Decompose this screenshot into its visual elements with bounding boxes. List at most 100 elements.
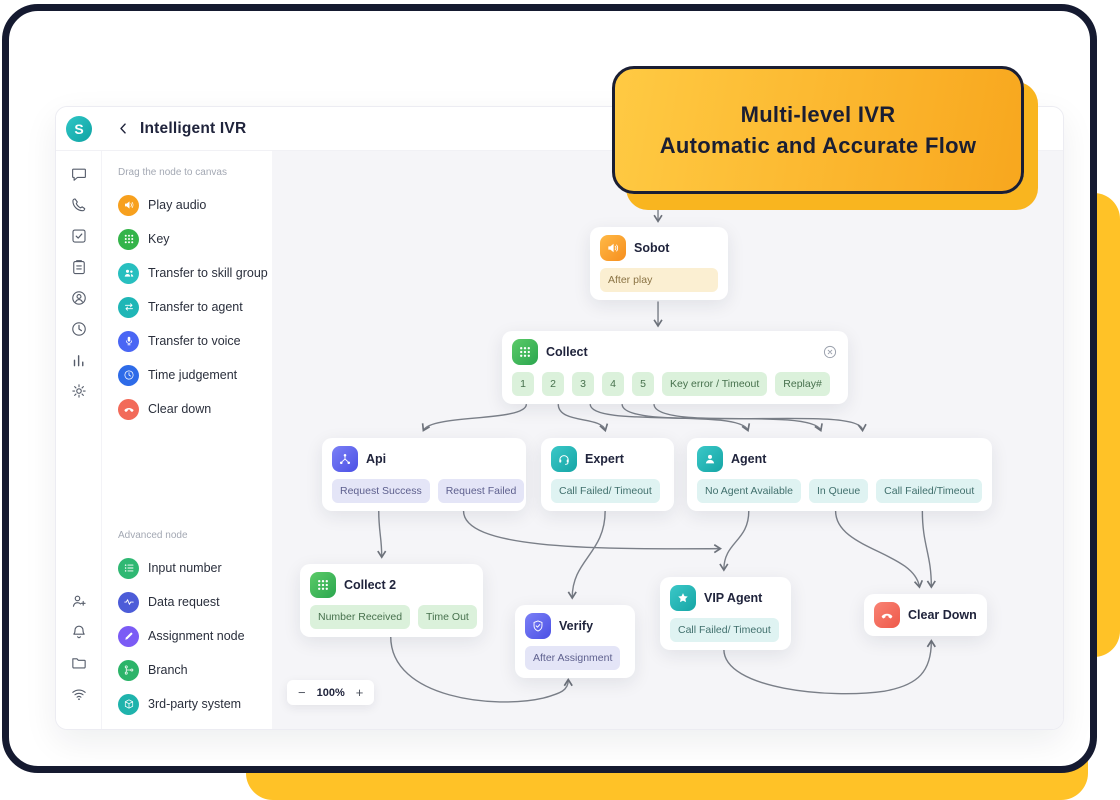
tag[interactable]: Key error / Timeout <box>662 372 768 396</box>
tag[interactable]: 5 <box>632 372 654 396</box>
headset-icon <box>551 446 577 472</box>
back-chevron-icon[interactable] <box>116 121 131 136</box>
mic-icon <box>118 330 139 352</box>
node-header: Collect <box>512 339 838 365</box>
tag[interactable]: Time Out <box>418 605 477 629</box>
callout-line2: Automatic and Accurate Flow <box>659 132 977 158</box>
tag[interactable]: 4 <box>602 372 624 396</box>
node-tags: Call Failed/ Timeout <box>670 618 781 642</box>
bar-chart-icon[interactable] <box>70 351 88 369</box>
palette-item-transfer-to-voice[interactable]: Transfer to voice <box>118 324 262 358</box>
node-agent[interactable]: Agent No Agent Available In Queue Call F… <box>687 438 992 511</box>
settings-icon[interactable] <box>70 382 88 400</box>
node-collect-2[interactable]: Collect 2 Number Received Time Out <box>300 564 483 637</box>
palette-item-input-number[interactable]: Input number <box>118 551 262 585</box>
sobot-logo: S <box>66 115 92 142</box>
node-clear-down[interactable]: Clear Down <box>864 594 987 636</box>
palette-item-assignment-node[interactable]: Assignment node <box>118 619 262 653</box>
folder-icon[interactable] <box>70 654 88 672</box>
flow-canvas[interactable]: Sobot After play Collect 1 <box>272 151 1063 729</box>
zoom-control: − 100% + <box>287 680 375 705</box>
tag[interactable]: Number Received <box>310 605 411 629</box>
check-square-icon[interactable] <box>70 227 88 245</box>
people-icon <box>118 262 139 284</box>
node-vip-agent[interactable]: VIP Agent Call Failed/ Timeout <box>660 577 791 650</box>
node-header: Agent <box>697 446 982 472</box>
chat-icon[interactable] <box>70 165 88 183</box>
clipboard-icon[interactable] <box>70 258 88 276</box>
agent-icon[interactable] <box>70 289 88 307</box>
palette-advanced-hint: Advanced node <box>118 530 188 541</box>
palette-item-label: Transfer to skill group <box>148 266 268 280</box>
logo-column: S <box>56 115 102 142</box>
palette-item-label: Transfer to agent <box>148 300 243 314</box>
tag[interactable]: Request Failed <box>437 479 525 503</box>
node-title: Collect <box>546 345 588 359</box>
node-tags: Request Success Request Failed <box>332 479 525 503</box>
node-collect[interactable]: Collect 1 2 3 4 5 Key error / Timeout Re… <box>502 331 848 404</box>
palette-item-branch[interactable]: Branch <box>118 653 262 687</box>
palette-item-transfer-to-agent[interactable]: Transfer to agent <box>118 290 262 324</box>
bell-icon[interactable] <box>70 623 88 641</box>
node-expert[interactable]: Expert Call Failed/ Timeout <box>541 438 674 511</box>
tag[interactable]: Request Success <box>332 479 430 503</box>
speaker-icon <box>118 194 139 216</box>
node-palette: Drag the node to canvas Play audio Key T… <box>102 151 272 729</box>
zoom-out-button[interactable]: − <box>298 685 306 700</box>
palette-item-label: Data request <box>148 595 220 609</box>
page-title: Intelligent IVR <box>140 119 247 137</box>
palette-item-label: Play audio <box>148 198 207 212</box>
wifi-icon[interactable] <box>70 685 88 703</box>
rail-top-group <box>70 165 88 400</box>
node-title: Api <box>366 452 387 466</box>
tag[interactable]: In Queue <box>808 479 869 503</box>
header-left: Intelligent IVR <box>102 120 246 138</box>
tag[interactable]: Replay# <box>775 372 830 396</box>
palette-item-data-request[interactable]: Data request <box>118 585 262 619</box>
tag[interactable]: Call Failed/Timeout <box>876 479 983 503</box>
tag[interactable]: 2 <box>542 372 564 396</box>
zoom-in-button[interactable]: + <box>355 685 364 700</box>
node-api[interactable]: Api Request Success Request Failed <box>322 438 526 511</box>
tag[interactable]: After play <box>600 268 718 292</box>
node-title: Expert <box>585 452 624 466</box>
palette-item-key[interactable]: Key <box>118 222 262 256</box>
palette-item-label: 3rd-party system <box>148 697 242 711</box>
tag[interactable]: Call Failed/ Timeout <box>551 479 660 503</box>
palette-item-play-audio[interactable]: Play audio <box>118 188 262 222</box>
node-tags: Call Failed/ Timeout <box>551 479 664 503</box>
palette-item-label: Transfer to voice <box>148 334 241 348</box>
phone-icon[interactable] <box>70 196 88 214</box>
tag[interactable]: After Assignment <box>525 646 621 670</box>
pen-icon <box>118 625 139 647</box>
phone-down-icon <box>874 602 900 628</box>
close-icon[interactable] <box>822 344 838 360</box>
palette-item-label: Input number <box>148 561 222 575</box>
app-body: Drag the node to canvas Play audio Key T… <box>56 151 1063 729</box>
node-tags: After Assignment <box>525 646 625 670</box>
node-verify[interactable]: Verify After Assignment <box>515 605 635 678</box>
keypad-icon <box>512 339 538 365</box>
tag[interactable]: Call Failed/ Timeout <box>670 618 779 642</box>
node-title: Clear Down <box>908 608 977 622</box>
callout-line1: Multi-level IVR <box>740 101 896 127</box>
palette-item-transfer-to-skill-group[interactable]: Transfer to skill group <box>118 256 268 290</box>
wave-icon <box>118 591 139 613</box>
palette-item-clear-down[interactable]: Clear down <box>118 392 262 426</box>
clock-icon[interactable] <box>70 320 88 338</box>
node-title: Collect 2 <box>344 578 397 592</box>
tag[interactable]: 3 <box>572 372 594 396</box>
node-title: Verify <box>559 619 594 633</box>
palette-item-time-judgement[interactable]: Time judgement <box>118 358 262 392</box>
palette-item-3rd-party-system[interactable]: 3rd-party system <box>118 687 262 721</box>
node-sobot[interactable]: Sobot After play <box>590 227 728 300</box>
palette-item-label: Key <box>148 232 170 246</box>
callout-banner: Multi-level IVR Automatic and Accurate F… <box>612 66 1024 194</box>
person-plus-icon[interactable] <box>70 592 88 610</box>
tag[interactable]: No Agent Available <box>697 479 801 503</box>
keypad-icon <box>310 572 336 598</box>
node-tags: 1 2 3 4 5 Key error / Timeout Replay# <box>512 372 838 396</box>
node-title: Sobot <box>634 241 670 255</box>
tag[interactable]: 1 <box>512 372 534 396</box>
